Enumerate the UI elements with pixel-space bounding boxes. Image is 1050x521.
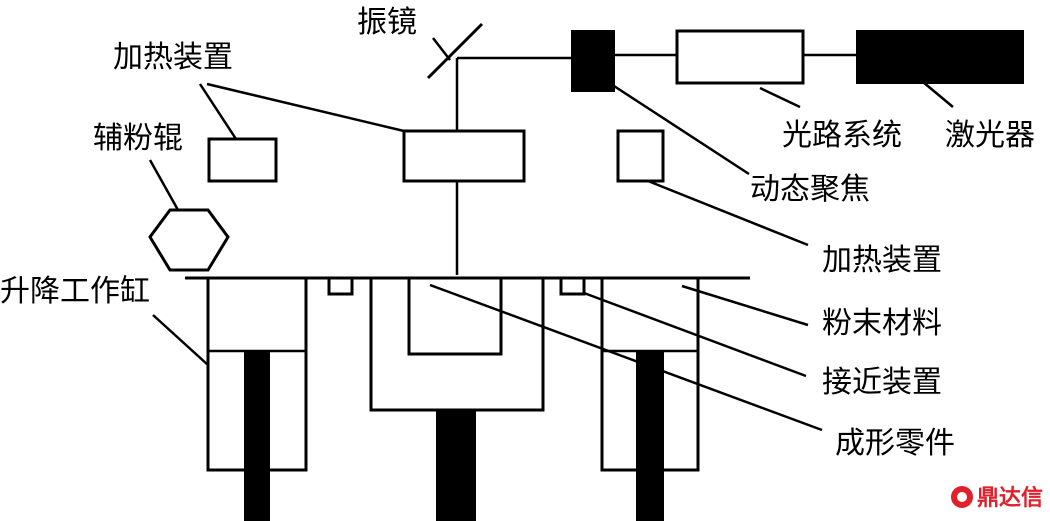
watermark: 鼎达信 <box>951 485 1043 511</box>
leader-powder <box>681 284 809 327</box>
heater-right-box <box>616 129 665 183</box>
leader-focus <box>613 84 750 176</box>
leader-roller <box>148 159 180 211</box>
label-optics: 光路系统 <box>782 118 902 153</box>
cylinder-right-rod <box>636 350 664 521</box>
label-heater-left: 加热装置 <box>113 40 233 75</box>
laser-block <box>856 30 1024 84</box>
leader-galvo <box>432 37 451 61</box>
label-powder: 粉末材料 <box>822 306 942 341</box>
watermark-text: 鼎达信 <box>977 485 1043 511</box>
part-box <box>407 276 503 356</box>
heater-left-box <box>207 137 278 183</box>
label-part: 成形零件 <box>835 426 955 461</box>
label-dynamic-focus: 动态聚焦 <box>750 172 870 207</box>
leader-heater-left-b <box>206 82 405 133</box>
heater-center-box <box>402 129 526 183</box>
leader-optics <box>759 86 801 109</box>
label-proximity: 接近装置 <box>822 365 942 400</box>
label-lift-cylinder: 升降工作缸 <box>0 274 150 309</box>
optics-box <box>675 29 805 85</box>
leader-heater-left-a <box>198 83 238 140</box>
label-roller: 辅粉辊 <box>93 121 183 156</box>
proximity-right <box>559 276 586 296</box>
roller-octagon <box>148 208 230 272</box>
leader-heater-right <box>647 179 809 247</box>
watermark-logo-inner <box>957 492 967 502</box>
proximity-left <box>327 276 354 296</box>
dynamic-focus-block <box>571 30 615 92</box>
cylinder-left-rod <box>244 350 270 521</box>
leader-proximity <box>583 291 807 378</box>
galvo-mirror <box>426 22 484 80</box>
label-galvo: 振镜 <box>357 5 417 40</box>
label-heater-right: 加热装置 <box>822 243 942 278</box>
cylinder-center-rod <box>436 409 476 521</box>
leader-cylinder <box>152 314 209 366</box>
label-laser: 激光器 <box>945 118 1035 153</box>
leader-part <box>429 283 823 432</box>
leader-laser <box>922 81 954 108</box>
